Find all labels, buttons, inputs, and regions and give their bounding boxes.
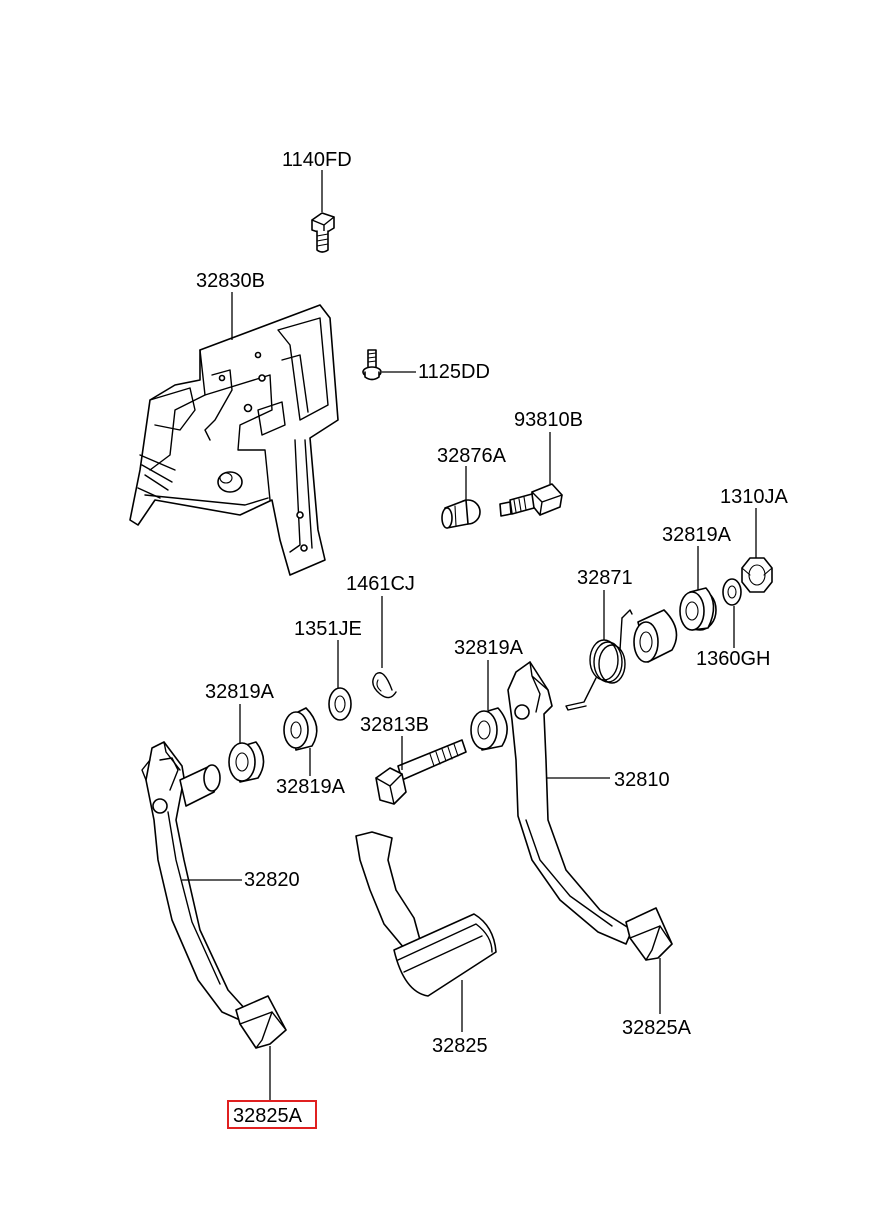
pedal-pad-32825A-right[interactable] — [625, 907, 673, 961]
bolt-1140FD[interactable] — [311, 212, 335, 253]
stopper-32876A[interactable] — [441, 499, 481, 529]
highlight-box-32825A — [227, 1100, 317, 1129]
label-93810B[interactable]: 93810B — [514, 409, 583, 431]
label-32819A-lower[interactable]: 32819A — [276, 776, 346, 798]
label-1360GH[interactable]: 1360GH — [696, 648, 771, 670]
collar-sleeve[interactable] — [633, 609, 678, 663]
label-1310JA[interactable]: 1310JA — [720, 486, 788, 508]
pedal-pad-32825[interactable] — [355, 831, 497, 997]
label-32819A-mid[interactable]: 32819A — [454, 637, 524, 659]
spring-32871[interactable] — [565, 609, 633, 711]
screw-1125DD[interactable] — [362, 349, 382, 381]
label-32825A-right[interactable]: 32825A — [622, 1017, 692, 1039]
nut-1310JA[interactable] — [741, 557, 773, 593]
label-1461CJ[interactable]: 1461CJ — [346, 573, 415, 595]
label-1140FD[interactable]: 1140FD — [282, 149, 352, 171]
pedal-pad-32825A-left[interactable] — [235, 995, 287, 1049]
label-32810[interactable]: 32810 — [614, 769, 670, 791]
label-32825A-left[interactable]: 32825A — [233, 1105, 303, 1127]
label-1125DD[interactable]: 1125DD — [418, 361, 490, 383]
bushing-32819A-mid[interactable] — [470, 707, 508, 751]
bolt-32813B[interactable] — [375, 739, 467, 805]
label-32813B[interactable]: 32813B — [360, 714, 429, 736]
label-32819A-left[interactable]: 32819A — [205, 681, 275, 703]
label-32825[interactable]: 32825 — [432, 1035, 488, 1057]
label-32830B[interactable]: 32830B — [196, 270, 265, 292]
bracket-32830B[interactable] — [129, 304, 339, 576]
label-32820[interactable]: 32820 — [244, 869, 300, 891]
label-32819A-top[interactable]: 32819A — [662, 524, 732, 546]
switch-93810B[interactable] — [499, 483, 563, 517]
bushing-32819A-lower[interactable] — [283, 707, 318, 751]
washer-1351JE[interactable] — [328, 687, 352, 721]
bushing-32819A-top[interactable] — [679, 587, 717, 631]
label-1351JE[interactable]: 1351JE — [294, 618, 362, 640]
washer-1360GH[interactable] — [722, 578, 742, 606]
bushing-32819A-left[interactable] — [228, 741, 265, 783]
pedal-arm-32810[interactable] — [507, 661, 633, 945]
label-32871[interactable]: 32871 — [577, 567, 633, 589]
pedal-arm-32820[interactable] — [141, 741, 247, 1021]
label-32876A[interactable]: 32876A — [437, 445, 507, 467]
clip-1461CJ[interactable] — [372, 672, 397, 699]
